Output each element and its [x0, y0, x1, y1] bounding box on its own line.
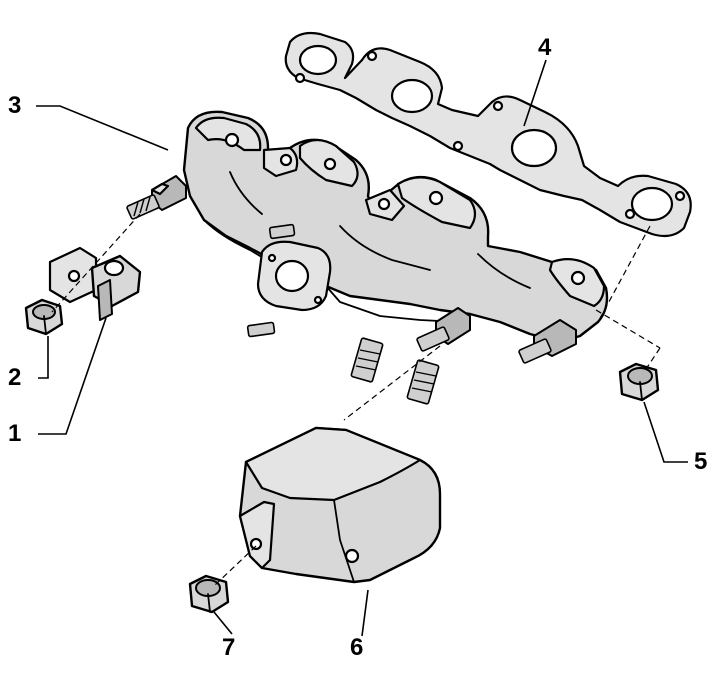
gasket-port-3 [510, 128, 558, 168]
nut-5 [618, 362, 660, 402]
leader-3 [36, 105, 169, 151]
leader-5 [643, 401, 688, 463]
leader-4 [523, 59, 547, 127]
assembly-lines [51, 213, 661, 587]
heat-shield [238, 426, 442, 584]
stud-lower-2 [406, 359, 440, 405]
bracket [48, 246, 142, 321]
gasket-port-4 [630, 186, 674, 222]
leader-6 [361, 589, 369, 637]
nut-7 [188, 574, 230, 614]
callout-2: 2 [8, 364, 22, 391]
nut-2 [24, 298, 64, 336]
manifold-gasket [284, 31, 692, 238]
gasket-port-2 [390, 78, 434, 114]
stud-lower-1 [350, 337, 384, 383]
leader-lines [36, 59, 688, 637]
leader-1 [38, 317, 107, 435]
manifold-studs [126, 194, 552, 405]
callout-7: 7 [222, 634, 236, 661]
exhaust-manifold [150, 110, 609, 357]
stud-center [416, 326, 450, 352]
stud-right [518, 338, 552, 364]
leader-7 [213, 611, 233, 635]
callout-6: 6 [350, 634, 364, 661]
gasket-port-1 [298, 44, 338, 76]
stud-upper-left [126, 194, 160, 220]
callout-4: 4 [538, 34, 552, 61]
callout-3: 3 [8, 92, 22, 119]
callout-1: 1 [8, 420, 22, 447]
leader-2 [38, 336, 49, 379]
callout-5: 5 [694, 448, 708, 475]
